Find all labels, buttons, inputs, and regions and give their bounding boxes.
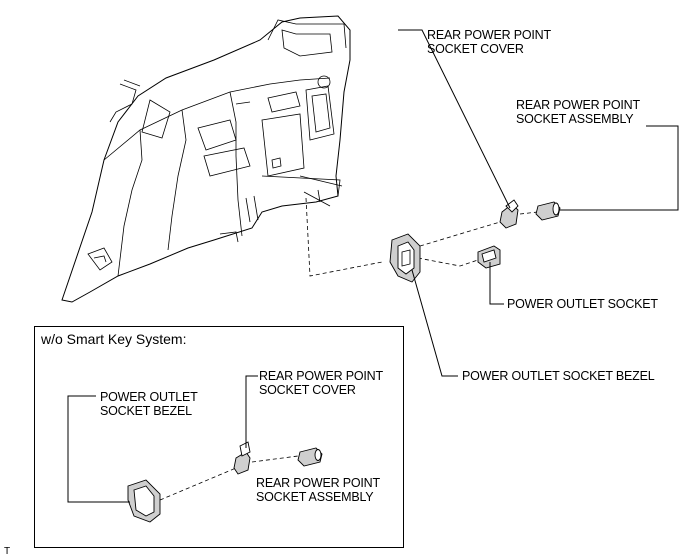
outlet-socket-leader (489, 262, 504, 305)
assembly-top-label-line1: REAR POWER POINT (516, 98, 640, 112)
inset-cover-leader (245, 375, 258, 448)
cover-top-leader (398, 29, 511, 209)
assembly-guide-line-2 (519, 211, 539, 215)
socket-cover-part (499, 199, 519, 229)
quarter-trim-panel (61, 15, 351, 303)
cover-guide-line (419, 221, 501, 247)
inset-bezel-label-line2: SOCKET BEZEL (100, 404, 192, 418)
socket-assembly-part (535, 201, 561, 221)
inset-guide-line (159, 467, 237, 501)
inset-bezel-leader (67, 395, 130, 503)
inset-cover-label-line1: REAR POWER POINT (259, 369, 383, 383)
inset-assembly-label-line2: SOCKET ASSEMBLY (256, 490, 374, 504)
inset-assembly-label-line1: REAR POWER POINT (256, 476, 380, 490)
inset-title: w/o Smart Key System: (41, 331, 187, 347)
assembly-guide-line (305, 197, 383, 277)
inset-bezel-label-line1: POWER OUTLET (100, 390, 198, 404)
bezel-main-label: POWER OUTLET SOCKET BEZEL (462, 369, 655, 383)
bezel-main-leader (411, 269, 458, 377)
power-outlet-socket-part (477, 245, 501, 269)
inset-assembly-part (297, 447, 323, 467)
inset-bezel-part (127, 479, 161, 523)
assembly-top-label-line2: SOCKET ASSEMBLY (516, 112, 634, 126)
inset-cover-part (233, 441, 251, 475)
inset-cover-label-line2: SOCKET COVER (259, 383, 356, 397)
socket-guide-line (417, 257, 479, 267)
cover-top-label-line1: REAR POWER POINT (427, 28, 551, 42)
socket-bezel-part (389, 233, 421, 283)
inset-guide-line-2 (251, 455, 299, 463)
cover-top-label-line2: SOCKET COVER (427, 42, 524, 56)
outlet-socket-label: POWER OUTLET SOCKET (507, 297, 658, 311)
footer-code: T (4, 546, 10, 557)
assembly-top-leader (560, 125, 679, 211)
inset-box (34, 326, 404, 548)
